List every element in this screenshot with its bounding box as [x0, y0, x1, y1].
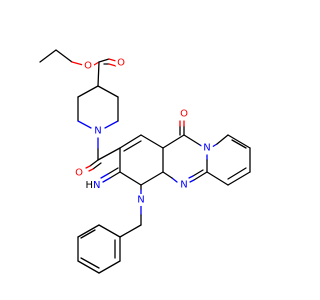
oxygen-text: O [180, 109, 188, 120]
bond-skeleton [39, 49, 251, 274]
nitrogen-label-pyrimidine: N [178, 179, 190, 191]
nitrogen-label-ring-fusion: N [201, 142, 213, 154]
imine-text: HN [85, 180, 100, 191]
atom-labels: O O N O O N HN N [73, 57, 213, 206]
nitrogen-text: N [180, 180, 187, 191]
nitrogen-label-piperidine: N [92, 125, 104, 137]
oxygen-label-amide: O [73, 167, 85, 179]
oxygen-label-ester-ether: O [82, 60, 94, 72]
molecule-structure-diagram: O O N O O N HN N [39, 49, 251, 274]
nitrogen-label-benzyl: N [135, 194, 147, 206]
oxygen-text: O [84, 61, 92, 72]
oxygen-label-ester-carbonyl: O [115, 57, 127, 69]
oxygen-text: O [117, 58, 125, 69]
oxygen-text: O [75, 168, 83, 179]
oxygen-label-ketone: O [178, 108, 190, 120]
nitrogen-text: N [137, 195, 144, 206]
imine-label: HN [84, 179, 102, 192]
nitrogen-text: N [94, 126, 101, 137]
nitrogen-text: N [203, 143, 210, 154]
